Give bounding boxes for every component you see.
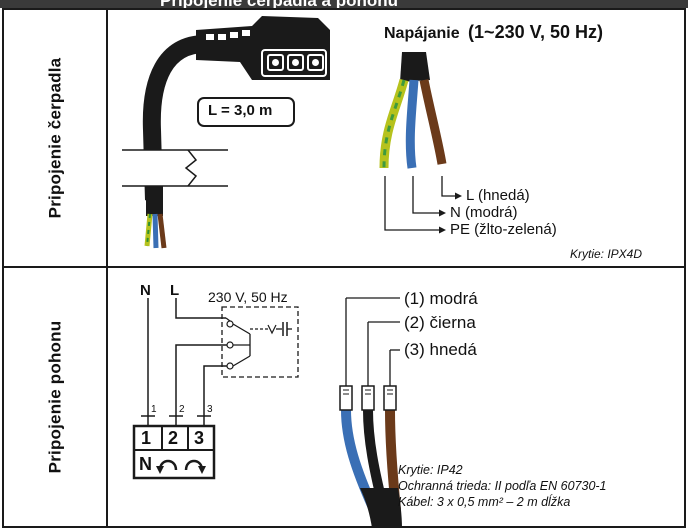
drive-N-label: N xyxy=(140,282,151,299)
drive-wire3-num: (3) xyxy=(404,340,425,359)
supply-wire-blue xyxy=(405,79,419,169)
line-3 xyxy=(203,365,227,416)
drive-wire2-label: (2) čierna xyxy=(404,313,476,333)
drive-row-border xyxy=(2,266,686,528)
terminal-small-3: 3 xyxy=(207,404,213,415)
terminal-small-2: 2 xyxy=(179,404,185,415)
line-L xyxy=(175,298,226,319)
drive-wire1-num: (1) xyxy=(404,289,425,308)
drive-wire2-num: (2) xyxy=(404,313,425,332)
supply-cable xyxy=(400,52,430,82)
cable-length-box xyxy=(197,97,295,127)
pump-wire-brown-short xyxy=(157,213,167,249)
line-2 xyxy=(175,344,227,416)
cable-length-label: L = 3,0 m xyxy=(208,102,273,119)
drive-L-label: L xyxy=(170,282,180,299)
terminal-2: 2 xyxy=(168,428,179,448)
wire-label-N: N (modrá) xyxy=(450,204,518,221)
drive-wire1-color: modrá xyxy=(429,289,478,308)
terminal-3: 3 xyxy=(194,428,205,448)
drive-protection-class: Ochranná trieda: II podľa EN 60730-1 xyxy=(398,479,607,493)
leader-PE xyxy=(384,176,440,231)
pump-protection: Krytie: IPX4D xyxy=(570,247,643,261)
drive-wire1-label: (1) modrá xyxy=(404,289,478,309)
leader-N xyxy=(412,176,440,214)
supply-title: Napájanie (1~230 V, 50 Hz) xyxy=(384,22,603,43)
supply-wire-yg xyxy=(379,78,409,169)
drive-cable-sheath xyxy=(360,488,402,528)
supply-title-word: Napájanie xyxy=(384,25,460,42)
wire-label-L: L (hnedá) xyxy=(466,187,530,204)
pump-connector xyxy=(196,16,330,80)
terminal-N: N xyxy=(139,454,152,474)
ferrules xyxy=(339,385,397,411)
header-title: Pripojenie čerpadla a pohonu xyxy=(160,0,399,10)
terminal-small-1: 1 xyxy=(151,404,157,415)
supply-wire-brown xyxy=(419,79,447,165)
pump-wire-blue-short xyxy=(152,213,159,249)
drive-supply-label: 230 V, 50 Hz xyxy=(208,289,288,305)
label-column-divider xyxy=(2,8,108,528)
wire-label-PE: PE (žlto-zelená) xyxy=(450,221,557,238)
leader-L xyxy=(441,176,456,197)
drive-protection: Krytie: IP42 xyxy=(398,463,463,477)
drive-cable-spec: Kábel: 3 x 0,5 mm² – 2 m dĺžka xyxy=(398,495,571,509)
pump-cable xyxy=(142,35,206,201)
terminal-1: 1 xyxy=(141,428,152,448)
drive-wire3-label: (3) hnedá xyxy=(404,340,477,360)
drive-wire3-color: hnedá xyxy=(429,340,477,359)
drive-wire2-color: čierna xyxy=(429,313,476,332)
switch-box xyxy=(221,306,299,378)
pump-cable-lower xyxy=(146,186,163,216)
header-bar: Pripojenie čerpadla a pohonu xyxy=(0,0,688,10)
supply-spec: (1~230 V, 50 Hz) xyxy=(468,22,603,42)
cable-break-gap xyxy=(120,150,230,186)
